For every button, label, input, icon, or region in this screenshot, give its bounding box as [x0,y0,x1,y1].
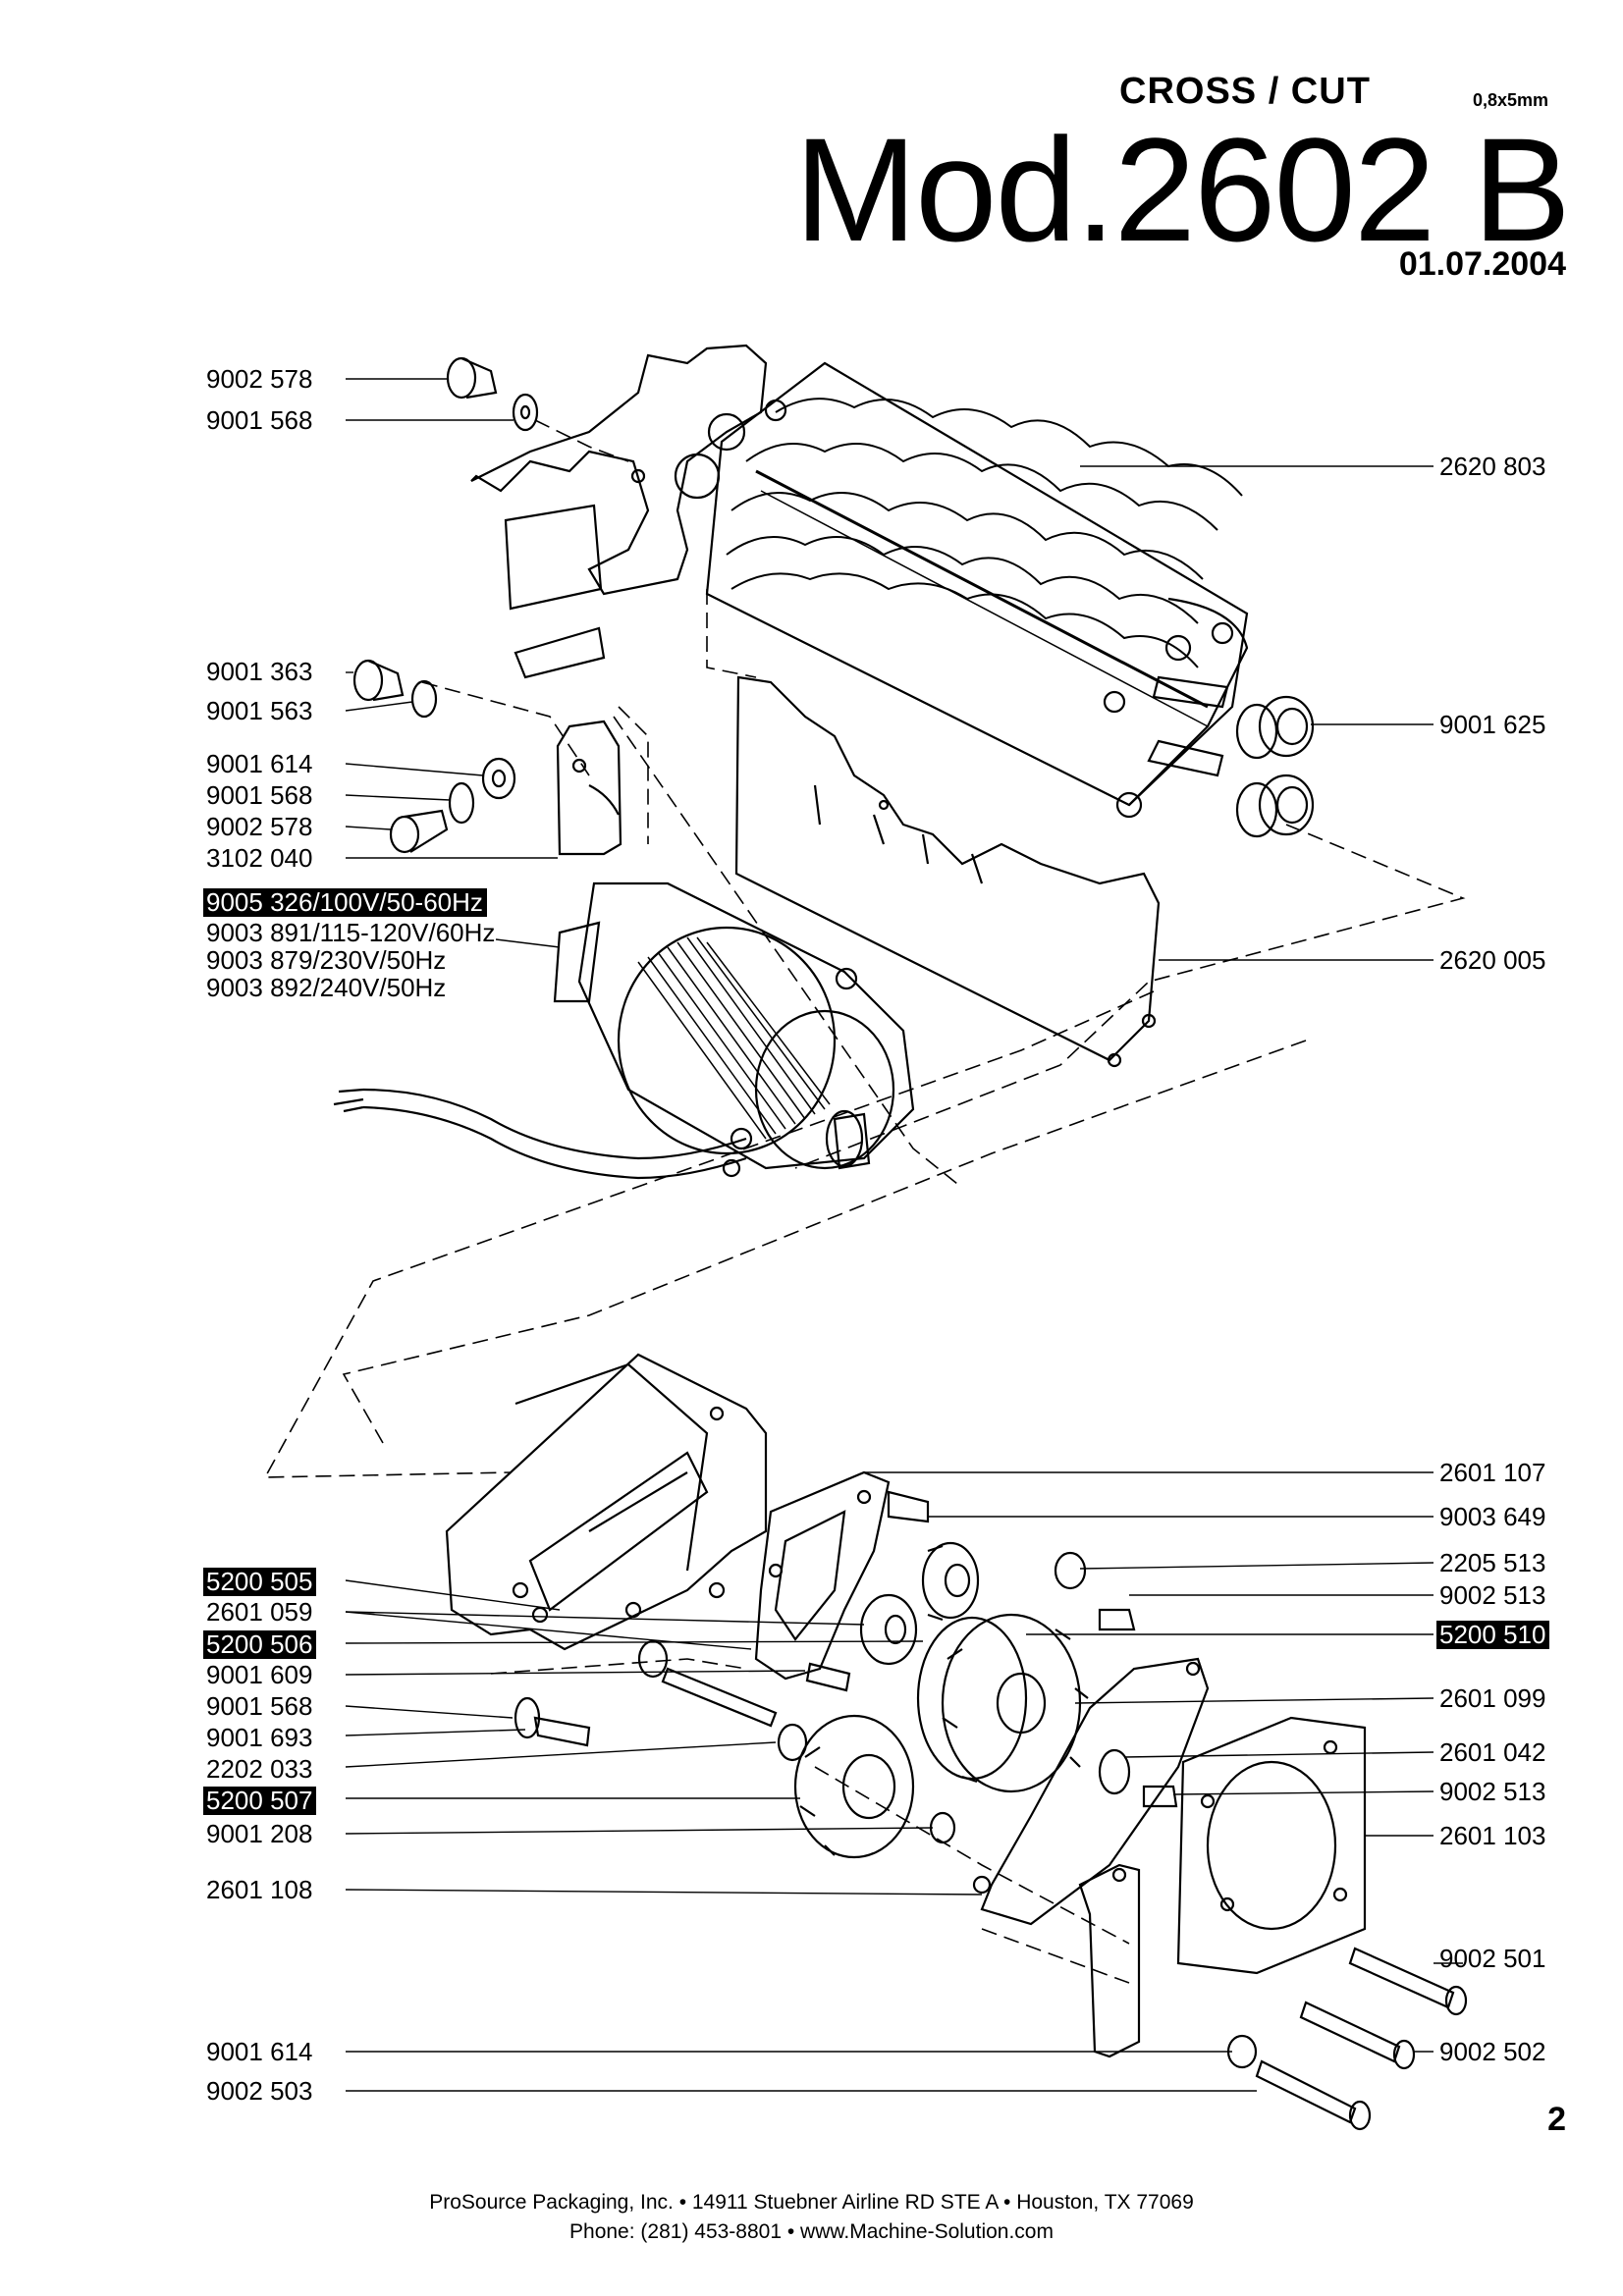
gearbox-housing [445,1353,768,1651]
part-label-left-24: 9002 503 [206,2076,313,2106]
assembly-path-lines [263,419,1466,1984]
drawing-subtitle: CROSS / CUT [1119,71,1371,112]
cutter-roll-assembly [705,361,1249,819]
part-label-left-14: 2601 059 [206,1597,313,1627]
part-label-right-9: 2601 099 [1439,1683,1546,1713]
footer-address: ProSource Packaging, Inc. • 14911 Stuebn… [429,2191,1194,2214]
part-label-right-13: 9002 501 [1439,1944,1546,1973]
part-label-left-19: 2202 033 [206,1754,313,1784]
part-label-right-7: 9002 513 [1439,1580,1546,1610]
angle-bracket [1078,1863,1141,2058]
cut-spec: 0,8x5mm [1473,90,1549,110]
part-label-right-6: 2205 513 [1439,1548,1546,1577]
bearing-lower [1235,774,1315,838]
part-label-left-1: 9002 578 [206,364,313,394]
page-number: 2 [1547,2101,1566,2138]
motor [553,881,915,1178]
part-label-left-18: 9001 693 [206,1723,313,1752]
part-label-left-21: 9001 208 [206,1819,313,1848]
part-label-right-8: 5200 510 [1436,1621,1550,1649]
part-label-right-12: 2601 103 [1439,1821,1546,1850]
part-label-right-5: 9003 649 [1439,1502,1546,1531]
part-label-left-12: 9003 892/240V/50Hz [206,973,447,1002]
part-label-left-15: 5200 506 [203,1630,317,1659]
part-label-right-4: 2601 107 [1439,1458,1546,1487]
model-title: Mod.2602 B [794,107,1571,272]
part-label-left-6: 9001 568 [206,780,313,810]
gasket [754,1470,891,1681]
part-label-right-11: 9002 513 [1439,1777,1546,1806]
part-label-left-20: 5200 507 [203,1787,317,1815]
washers-gearbox [637,1551,1258,2069]
side-plate-bracket [470,344,787,679]
stripper-comb-plate [734,675,1161,1068]
flat-washer [481,757,516,800]
lock-washer-low [448,781,475,825]
gear-large [916,1613,1089,1793]
part-label-left-23: 9001 614 [206,2037,313,2066]
gear-cover-plate [972,1657,1210,1926]
drawing-date: 01.07.2004 [1398,245,1566,283]
lock-washer-top [512,393,539,432]
part-label-left-4: 9001 563 [206,696,313,725]
part-label-left-11: 9003 879/230V/50Hz [206,945,447,975]
screws-gearbox [514,1490,1178,1808]
long-bolts [1255,1947,1468,2131]
part-label-left-22: 2601 108 [206,1875,313,1904]
part-label-left-5: 9001 614 [206,749,313,778]
part-label-left-13: 5200 505 [203,1568,317,1596]
screw-top [446,356,498,400]
part-label-right-2: 9001 625 [1439,710,1546,739]
lock-washer-mid [410,679,438,719]
part-label-left-16: 9001 609 [206,1660,313,1689]
part-label-left-17: 9001 568 [206,1691,313,1721]
part-label-left-10: 9003 891/115-120V/60Hz [206,918,496,947]
leader-lines-left [345,378,1257,2092]
screw-mid [352,659,405,702]
part-label-right-14: 9002 502 [1439,2037,1546,2066]
gear-small-middle [859,1593,918,1666]
part-label-left-2: 9001 568 [206,405,313,435]
screw-low [389,809,449,854]
part-label-right-1: 2620 803 [1439,452,1546,481]
shaft [661,1667,778,1728]
gear-small-upper [921,1541,980,1622]
footer-contact: Phone: (281) 453-8801 • www.Machine-Solu… [569,2220,1054,2243]
bearing-upper [1235,695,1315,760]
part-label-left-3: 9001 363 [206,657,313,686]
part-label-left-7: 9002 578 [206,812,313,841]
gear-lower [793,1714,915,1859]
part-label-right-3: 2620 005 [1439,945,1546,975]
part-label-right-10: 2601 042 [1439,1737,1546,1767]
part-label-left-9: 9005 326/100V/50-60Hz [203,888,487,917]
part-label-left-8: 3102 040 [206,843,313,873]
leader-lines-right [864,465,1463,2053]
motor-cable [333,1088,747,1180]
small-bracket [556,720,622,856]
